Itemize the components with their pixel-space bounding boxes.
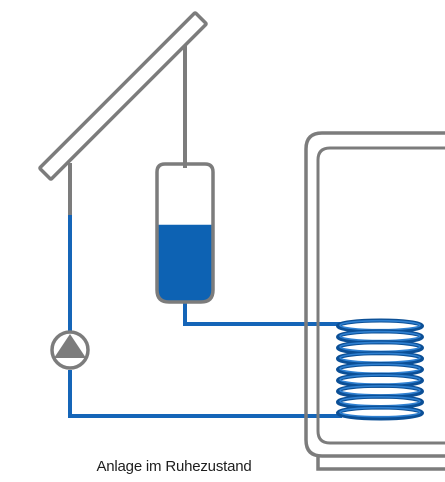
solar-circuit-pipes: [68, 215, 342, 418]
circulation-pump: [50, 330, 90, 370]
coil-turn-highlight: [339, 406, 421, 418]
heat-exchanger-coil: [336, 318, 424, 421]
solar-collector: [38, 11, 208, 181]
storage-tank: [304, 131, 445, 471]
diagram-caption: Anlage im Ruhezustand: [96, 458, 252, 475]
vessel-water-level: [157, 224, 213, 302]
pump-arrow-icon: [54, 334, 86, 358]
expansion-vessel: [155, 162, 215, 304]
